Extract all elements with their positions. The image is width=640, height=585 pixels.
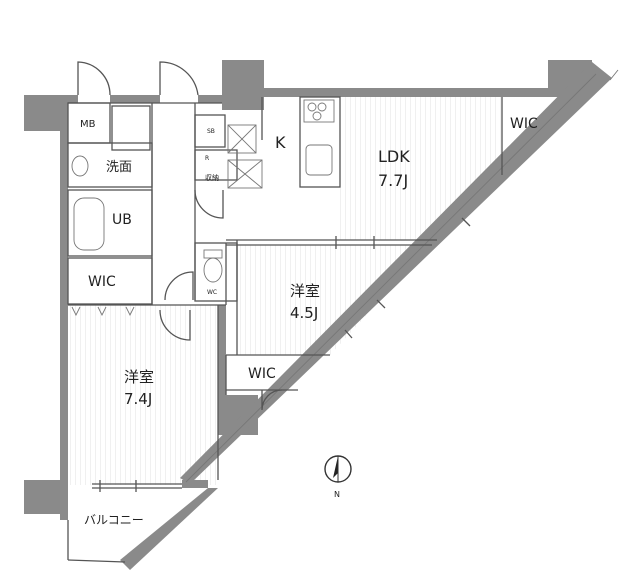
ldk-name: LDK [378, 147, 410, 166]
wic-ldk-label: WIC [510, 116, 538, 132]
partitions [67, 96, 503, 480]
balcony-outline [67, 483, 182, 563]
wic-left-label: WIC [88, 274, 116, 290]
shoebox-label: SB [207, 128, 215, 135]
north-arrow-icon [324, 455, 352, 483]
diagonal-window [185, 73, 597, 483]
compass-label: N [334, 490, 340, 499]
western1-size: 4.5J [290, 304, 318, 322]
western2-size: 7.4J [124, 390, 152, 408]
meterbox-label: MB [80, 119, 96, 130]
western1-floor [237, 245, 430, 355]
toilet-label: WC [207, 289, 217, 296]
ldk-size: 7.7J [378, 171, 408, 190]
western1-name: 洋室 [290, 282, 320, 300]
wic-mid-label: WIC [248, 366, 276, 382]
storage-label: 収納 [205, 173, 219, 182]
bath-label: UB [112, 212, 132, 228]
washroom-label: 洗面 [106, 160, 132, 175]
kitchen-label: K [275, 133, 286, 152]
western2-name: 洋室 [124, 368, 154, 386]
balcony-label: バルコニー [84, 513, 144, 527]
ldk-floor [340, 97, 502, 240]
sliding-marks [99, 217, 471, 492]
western2-floor [68, 305, 218, 485]
door-swings [77, 61, 283, 411]
fridge-label: R [205, 155, 209, 162]
